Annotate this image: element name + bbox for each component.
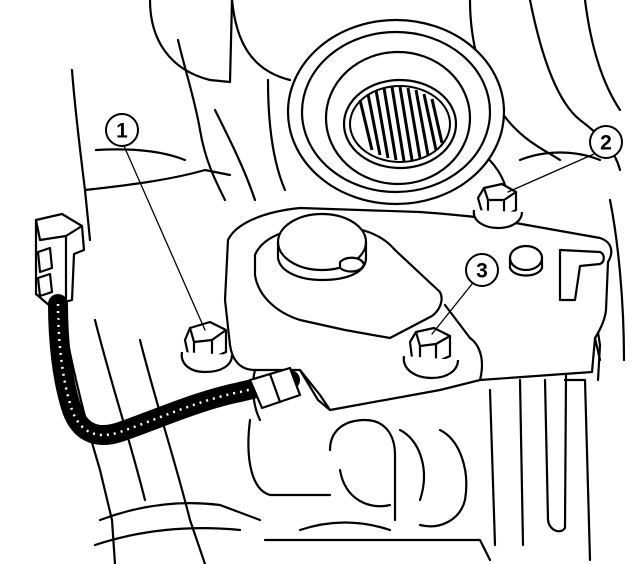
splined-shaft xyxy=(349,85,451,163)
callout-1: 1 xyxy=(105,113,139,147)
callout-3: 3 xyxy=(465,253,499,287)
bolt-2 xyxy=(472,182,524,230)
callout-1-label: 1 xyxy=(116,120,128,143)
bolt-1 xyxy=(180,320,234,374)
leader-lines xyxy=(123,145,595,335)
bolt-3 xyxy=(402,326,460,380)
output-shaft-seal xyxy=(286,18,506,206)
callout-2: 2 xyxy=(589,125,623,159)
wiring-harness xyxy=(34,212,302,445)
callout-2-label: 2 xyxy=(600,132,612,155)
electrical-connector xyxy=(34,212,86,308)
sensor-body xyxy=(223,206,613,422)
callout-3-label: 3 xyxy=(476,260,488,283)
